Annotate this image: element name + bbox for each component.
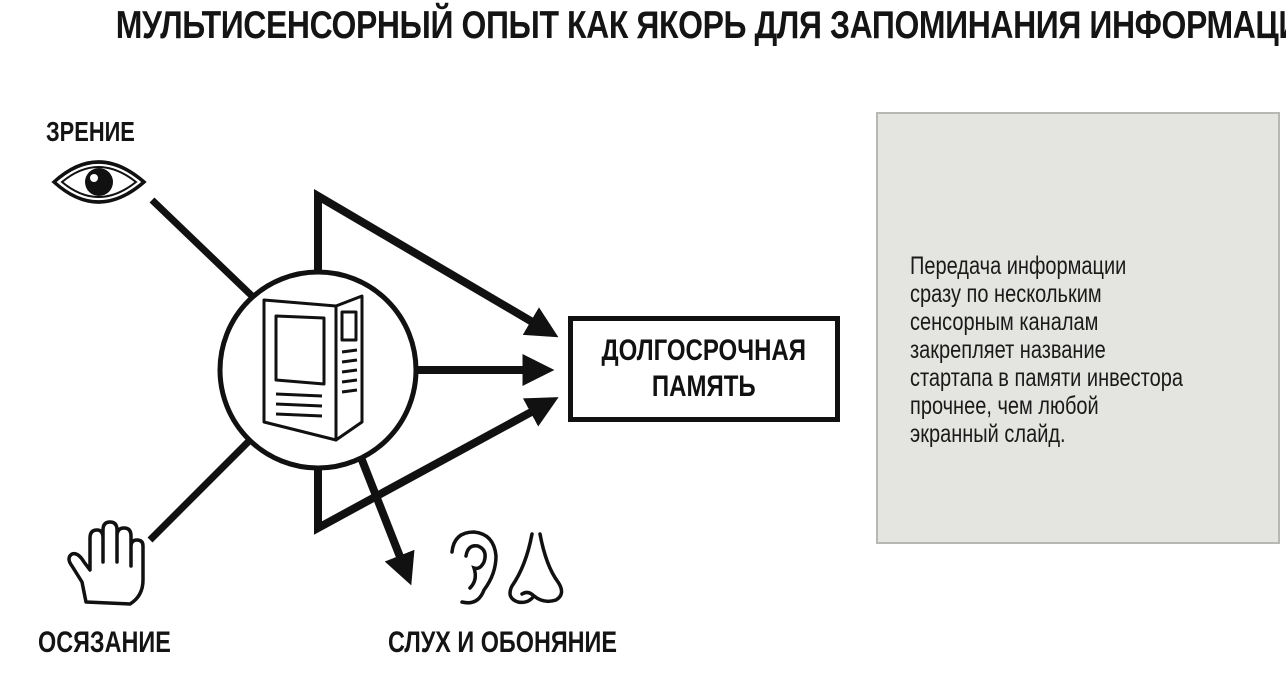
touch-label: ОСЯЗАНИЕ [38, 626, 171, 659]
touch-connector [147, 433, 257, 543]
hand-icon [67, 520, 145, 606]
hearing-arrow [356, 453, 415, 586]
note-panel: Передача информации сразу по нескольким … [876, 112, 1280, 544]
memory-line-2: ПАМЯТЬ [652, 370, 756, 403]
ear-icon [450, 530, 498, 605]
long-term-memory-box: ДОЛГОСРОЧНАЯ ПАМЯТЬ [568, 316, 840, 422]
vision-label: ЗРЕНИЕ [46, 116, 135, 147]
lower-arrow [314, 397, 559, 535]
memory-line-1: ДОЛГОСРОЧНАЯ [601, 334, 807, 367]
eye-icon [51, 160, 147, 204]
folded-brochure-icon [262, 294, 364, 442]
page-title: МУЛЬТИСЕНСОРНЫЙ ОПЫТ КАК ЯКОРЬ ДЛЯ ЗАПОМ… [115, 4, 1286, 47]
upper-arrow [314, 189, 559, 338]
hearing-smell-label: СЛУХ И ОБОНЯНИЕ [388, 626, 617, 659]
nose-icon [508, 532, 564, 605]
note-text: Передача информации сразу по нескольким … [910, 252, 1183, 448]
vision-connector [149, 197, 255, 299]
